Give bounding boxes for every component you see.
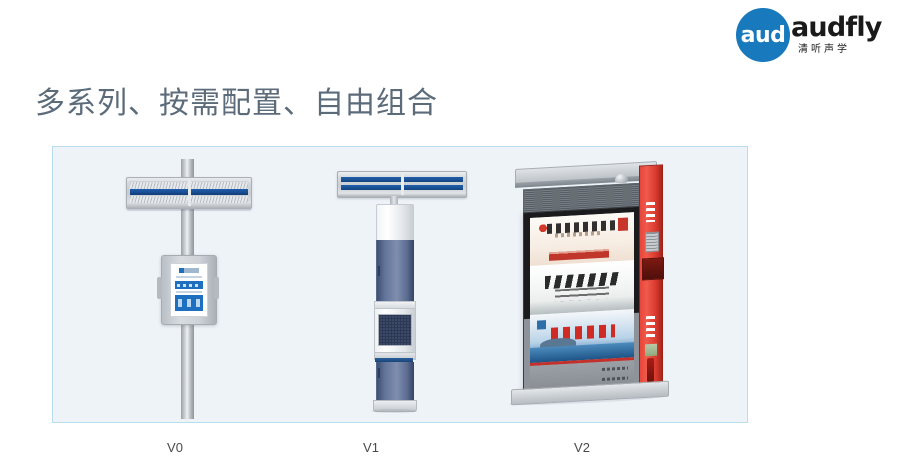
box-bracket-right [214, 277, 219, 299]
kiosk-body [523, 205, 643, 397]
control-box [157, 255, 219, 325]
bar-center-mount [401, 174, 404, 195]
mesh-grille-panel-icon [378, 314, 412, 346]
side-column-label-lower [646, 315, 655, 339]
poster-artwork [548, 245, 610, 262]
kiosk-label-lower [602, 376, 628, 381]
display-poster-1 [530, 212, 634, 267]
column-segment-upper [376, 240, 414, 301]
poster-badge [537, 320, 547, 330]
box-bracket-left [157, 277, 162, 299]
side-column-label-upper [646, 201, 655, 223]
kiosk-side-column [639, 164, 664, 396]
product-v0[interactable] [113, 147, 273, 424]
column-neck [390, 196, 398, 206]
dome-camera-icon [615, 173, 628, 184]
side-speaker-grille-icon [645, 231, 659, 253]
screen-text-line [176, 276, 202, 278]
product-stage [53, 147, 747, 422]
fire-extinguisher-icon [647, 357, 654, 383]
horizontal-speaker-bar-icon [126, 177, 252, 209]
column-base-shadow [371, 409, 417, 413]
brand-logo: aud audfly 清听声学 [736, 8, 892, 62]
display-poster-2 [530, 260, 634, 315]
screen-text-line [176, 291, 202, 293]
caption-v2: V2 [574, 440, 590, 455]
logo-wordmark: audfly [791, 12, 882, 43]
accent-stripe-mid [375, 358, 413, 362]
logo-sub-wordmark: 清听声学 [798, 44, 850, 55]
control-box-screen [170, 263, 208, 317]
kiosk-label-upper [602, 366, 628, 371]
product-showcase-panel [52, 146, 748, 423]
audfly-circle-logo-icon [736, 8, 790, 62]
screen-button-panel [175, 295, 203, 311]
poster-seal [617, 217, 628, 231]
horizontal-speaker-bar-icon [337, 171, 467, 198]
display-poster-3 [530, 308, 634, 363]
caption-v1: V1 [363, 440, 379, 455]
product-v1[interactable] [321, 147, 481, 424]
product-v2[interactable] [493, 147, 713, 424]
column-body [371, 204, 417, 413]
side-column-panel [645, 343, 657, 357]
screen-blue-band [175, 281, 203, 289]
page-title: 多系列、按需配置、自由组合 [35, 86, 438, 121]
vertical-lcd-display-icon [530, 212, 634, 363]
screen-logo-icon [179, 268, 199, 273]
column-segment-lower [376, 362, 414, 400]
caption-v0: V0 [167, 440, 183, 455]
column-base [373, 400, 417, 412]
column-top-section [376, 204, 414, 241]
logo-mark-text: aud [740, 22, 786, 48]
bar-center-mount [188, 180, 191, 206]
emergency-call-box-icon [642, 257, 664, 281]
